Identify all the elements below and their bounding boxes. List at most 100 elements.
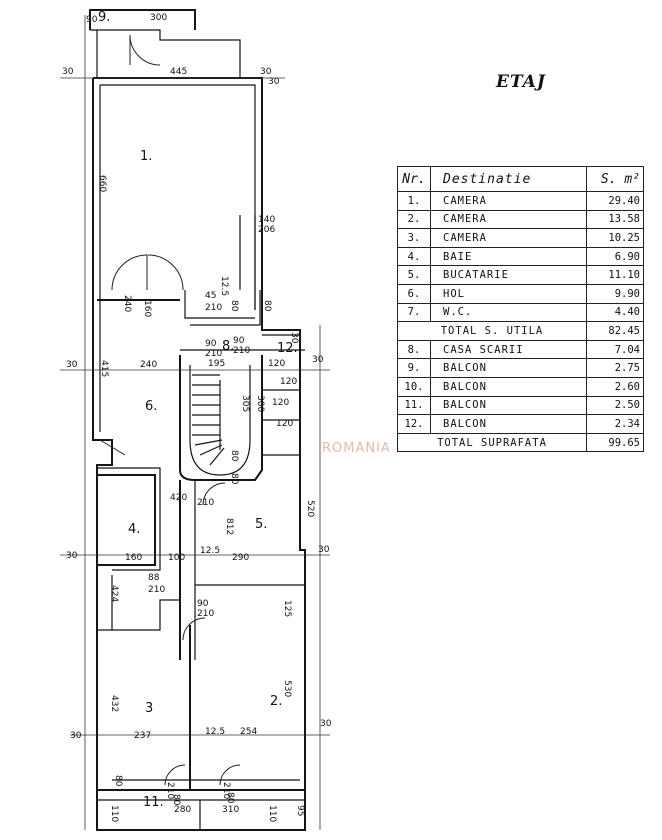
room-label: 1. (140, 149, 152, 164)
area-table-header: Nr. Destinatie S. m² (397, 166, 644, 192)
dimension-label: 88 (148, 573, 160, 583)
dimension-lines (60, 15, 330, 830)
dimension-label: 432 (109, 695, 119, 712)
cell-destination: HOL (430, 283, 587, 304)
dimension-label: 254 (240, 727, 257, 737)
dimension-label: 240 (140, 360, 157, 370)
dimension-label: 12.5 (219, 276, 229, 296)
area-row: 7.W.C.4.40 (397, 302, 644, 323)
dimension-label: 237 (134, 731, 151, 741)
dimension-label: 95 (295, 805, 305, 816)
dimension-label: 100 (168, 553, 185, 563)
dimension-label: 160 (125, 553, 142, 563)
cell-area: 2.50 (586, 395, 644, 416)
dimension-label: 80 (225, 792, 235, 804)
cell-nr: 4. (397, 246, 431, 267)
room-label: 4. (128, 522, 140, 537)
cell-area: 13.58 (586, 209, 644, 230)
cell-area: 2.34 (586, 414, 644, 434)
dimension-label: 210 (165, 782, 175, 799)
dimension-label: 210 (197, 498, 214, 508)
cell-nr: 8. (397, 339, 431, 360)
dimension-label: 140 (258, 215, 275, 225)
dimension-label: 30 (312, 355, 324, 365)
total-area: 99.65 (586, 432, 644, 453)
cell-nr: 5. (397, 265, 431, 285)
dimension-label: 110 (267, 805, 277, 822)
dimension-label: 30 (289, 332, 299, 344)
cell-nr: 3. (397, 228, 431, 248)
cell-destination: CAMERA (430, 191, 587, 211)
room-label: 11. (143, 795, 164, 810)
dimension-label: 420 (170, 493, 187, 503)
dimension-label: 120 (280, 377, 297, 387)
dimension-label: 90 (86, 15, 98, 25)
dimension-label: 210 (221, 782, 231, 799)
dimension-label: 110 (109, 805, 119, 822)
dimension-label: 415 (99, 360, 109, 377)
cell-area: 6.90 (586, 246, 644, 267)
subtotal-area: 82.45 (586, 321, 644, 341)
cell-area: 11.10 (586, 265, 644, 285)
room-label: 2. (270, 694, 282, 709)
cell-destination: BALCON (430, 414, 587, 434)
dimension-label: 812 (224, 518, 234, 535)
cell-destination: BALCON (430, 376, 587, 397)
cell-area: 2.75 (586, 358, 644, 378)
cell-nr: 1. (397, 191, 431, 211)
cell-area: 10.25 (586, 228, 644, 248)
watermark-text: ROMANIA (322, 441, 391, 456)
dimension-label: 280 (174, 805, 191, 815)
dimension-label: 305 (240, 395, 250, 412)
room-label: 8. (222, 339, 234, 354)
dimension-label: 300 (150, 13, 167, 23)
dimension-label: 210 (233, 346, 250, 356)
cell-area: 2.60 (586, 376, 644, 397)
dimension-label: 80 (262, 300, 272, 312)
cell-nr: 2. (397, 209, 431, 230)
cell-area: 7.04 (586, 339, 644, 360)
cell-destination: BAIE (430, 246, 587, 267)
dimension-label: 30 (318, 545, 330, 555)
dimension-label: 445 (170, 67, 187, 77)
cell-nr: 9. (397, 358, 431, 378)
dimension-label: 120 (276, 419, 293, 429)
dimension-label: 30 (260, 67, 272, 77)
room-label: 3 (145, 701, 153, 716)
room-label: 9. (98, 10, 110, 25)
dimension-label: 240 (122, 295, 132, 312)
stair-steps (192, 374, 225, 466)
dimension-label: 30 (70, 731, 82, 741)
header-nr: Nr. (397, 166, 431, 192)
dimension-label: 80 (229, 300, 239, 312)
walls (89, 9, 306, 831)
plan-title: ETAJ (496, 72, 546, 92)
cell-nr: 11. (397, 395, 431, 416)
dimension-label: 90 (197, 599, 209, 609)
dimension-label: 210 (197, 609, 214, 619)
cell-nr: 7. (397, 302, 431, 323)
room-label: 12. (277, 341, 298, 356)
cell-destination: CAMERA (430, 209, 587, 230)
dimension-label: 30 (66, 360, 78, 370)
dimension-label: 300 (255, 395, 265, 412)
dimension-label: 206 (258, 225, 275, 235)
dimension-label: 45 (205, 291, 216, 301)
dimension-label: 80 (171, 794, 181, 806)
cell-destination: BALCON (430, 358, 587, 378)
cell-destination: BUCATARIE (430, 265, 587, 285)
dimension-label: 125 (282, 600, 292, 617)
total-label: TOTAL SUPRAFATA (397, 432, 587, 453)
